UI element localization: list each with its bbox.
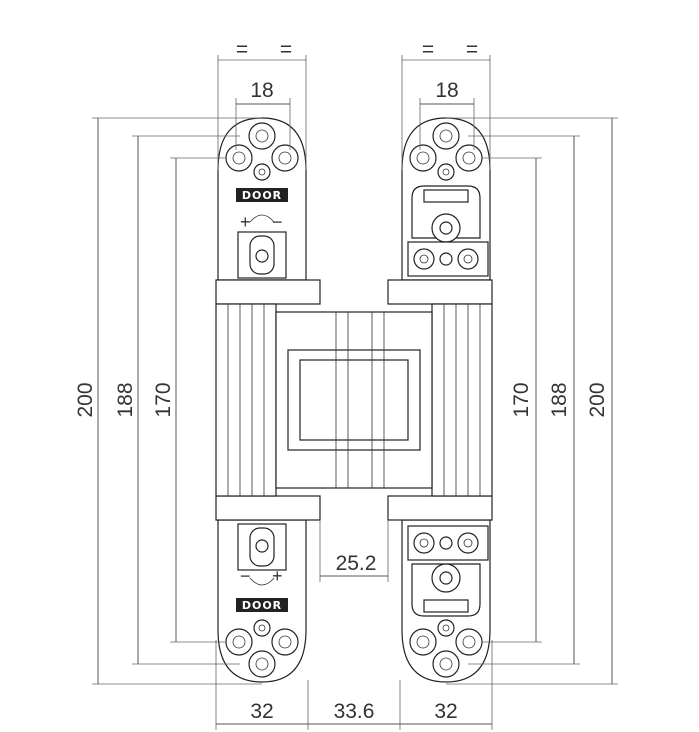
right-mid-height-label: 188 bbox=[548, 382, 571, 417]
screw-spacing-left-label: 18 bbox=[250, 79, 273, 102]
left-hinge-leaf: DOOR + − DOOR − + bbox=[217, 117, 307, 683]
equal-mark-3: = bbox=[422, 38, 434, 61]
bottom-right-width-label: 32 bbox=[434, 700, 457, 723]
equal-mark-2: = bbox=[280, 38, 292, 61]
bottom-center-width-label: 33.6 bbox=[334, 700, 375, 723]
right-overall-height-label: 200 bbox=[586, 382, 609, 417]
left-bottom-screws bbox=[225, 619, 299, 678]
bottom-left-width-label: 32 bbox=[250, 700, 273, 723]
right-hinge-leaf bbox=[401, 117, 491, 683]
equal-mark-1: = bbox=[236, 38, 248, 61]
right-inner-height-label: 170 bbox=[510, 382, 533, 417]
screw-spacing-right-label: 18 bbox=[435, 79, 458, 102]
right-top-adjuster bbox=[407, 185, 489, 277]
dimension-lines: = = = = 18 18 200 188 170 bbox=[74, 38, 618, 730]
gap-label: 25.2 bbox=[336, 552, 377, 575]
left-top-screws bbox=[225, 122, 299, 181]
adjust-plus-top: + bbox=[240, 212, 251, 232]
adjust-minus-top: − bbox=[272, 212, 283, 232]
left-mid-height-label: 188 bbox=[114, 382, 137, 417]
right-bottom-screws bbox=[409, 619, 483, 678]
right-top-screws bbox=[409, 122, 483, 181]
door-label-bottom: DOOR bbox=[242, 599, 282, 612]
hinge-body bbox=[215, 279, 493, 521]
right-bottom-adjuster bbox=[407, 525, 489, 617]
left-overall-height-label: 200 bbox=[74, 382, 97, 417]
adjust-plus-bottom: + bbox=[272, 566, 283, 586]
left-inner-height-label: 170 bbox=[152, 382, 175, 417]
door-label-top: DOOR bbox=[242, 189, 282, 202]
adjust-minus-bottom: − bbox=[240, 566, 251, 586]
equal-mark-4: = bbox=[466, 38, 478, 61]
